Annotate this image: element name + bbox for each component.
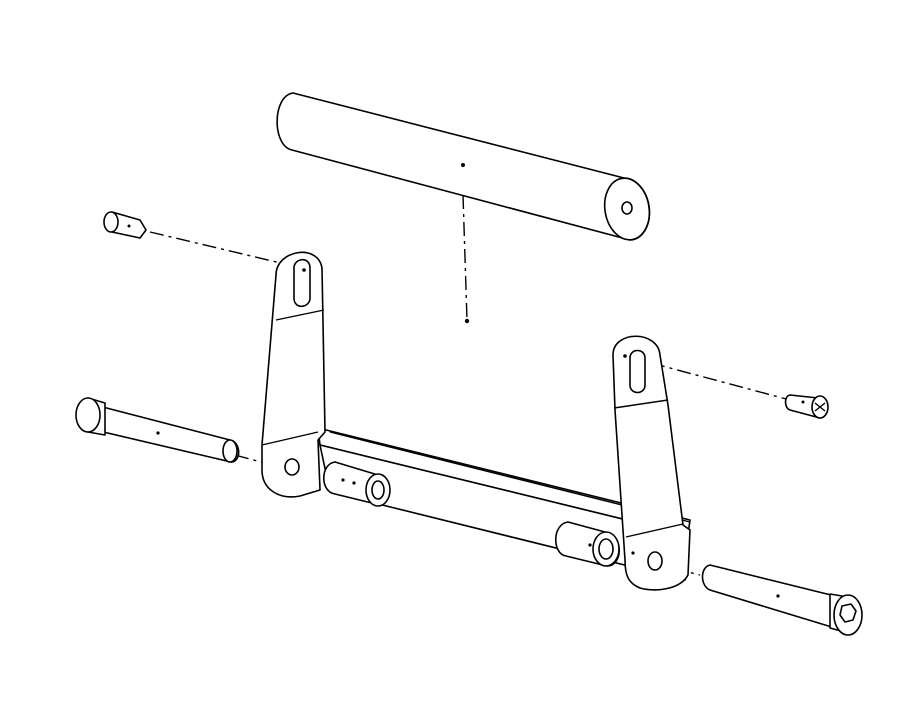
roller-tube xyxy=(276,92,651,324)
right-bolt xyxy=(701,564,863,636)
left-retaining-pin xyxy=(103,211,147,239)
left-bracket xyxy=(261,251,326,498)
left-bolt xyxy=(75,397,240,463)
left-spacer xyxy=(322,461,391,507)
right-retaining-pin xyxy=(784,394,829,419)
right-spacer xyxy=(554,521,620,567)
right-bracket xyxy=(612,335,691,591)
